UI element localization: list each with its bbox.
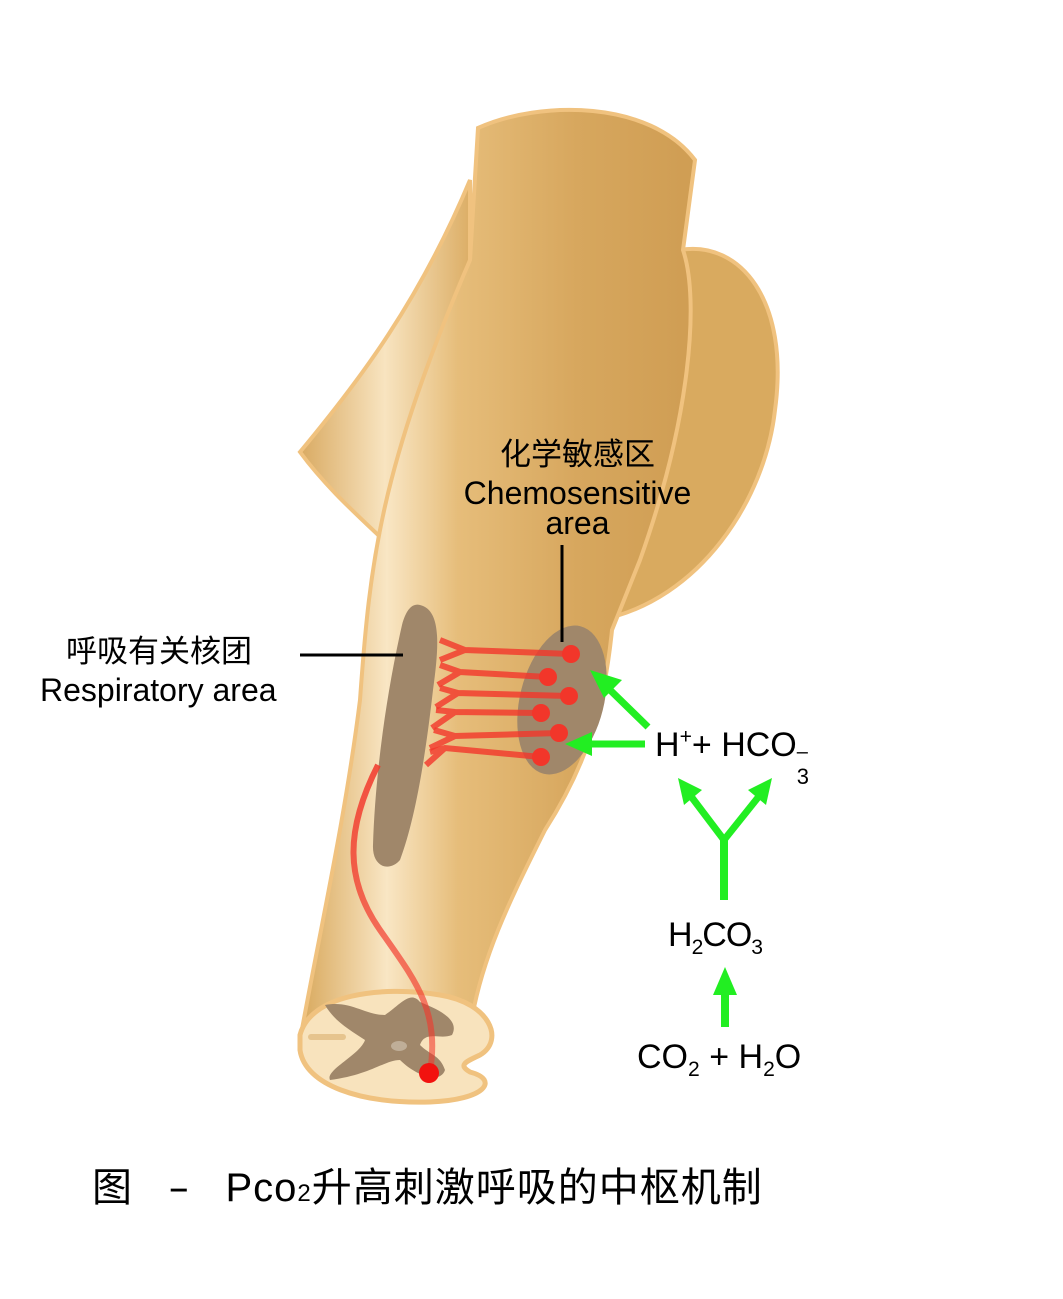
respiratory-area-nucleus [372,604,438,867]
caption-pco: Pco [225,1166,298,1210]
caption-text: 升高刺激呼吸的中枢机制 [311,1165,763,1211]
caption-pco-sub: 2 [297,1180,312,1207]
caption-dash: – [168,1165,190,1211]
hydrogen-ion: H [655,726,680,764]
motor-neuron [419,1063,439,1083]
brainstem-body [297,108,698,1043]
neuron-fibers [423,637,572,768]
gray-matter [325,997,454,1080]
neuron-bodies [532,645,580,766]
chemosensitive-label: 化学敏感区 Chemosensitive area [440,437,715,541]
charge-minus: – [796,741,808,763]
charge-plus: + [679,725,692,749]
respiratory-label: 呼吸有关核团 Respiratory area [40,634,277,708]
bicarbonate-ion: HCO [721,726,797,764]
caption-prefix: 图 [92,1165,133,1211]
subscript-3: 3 [796,764,809,789]
ions-formula: H++ HCO–3 [655,725,811,788]
respiratory-label-en: Respiratory area [40,672,277,708]
plus-sign: + [691,726,712,764]
co: CO [637,1038,688,1076]
co: CO [702,916,752,954]
respiratory-label-zh: 呼吸有关核团 [66,634,252,670]
o: O [774,1038,802,1076]
subscript-2: 2 [763,1057,775,1081]
spinal-cord-section [297,988,495,1105]
descending-fiber [350,763,436,1073]
chemosensitive-label-zh: 化学敏感区 [500,437,655,473]
carbonic-acid-formula: H2CO3 [668,916,763,958]
figure-caption: 图 – Pco2升高刺激呼吸的中枢机制 [92,1168,763,1208]
subscript-3: 3 [751,935,763,959]
h: H [738,1038,764,1076]
reaction-arrows [565,670,772,1027]
h: H [668,916,693,954]
chemosensitive-label-en-line1: Chemosensitive [463,475,692,511]
chemosensitive-label-en-line2: area [545,505,610,541]
subscript-2: 2 [688,1057,700,1081]
plus-sign: + [709,1038,730,1076]
subscript-2: 2 [691,935,704,959]
reactants-formula: CO2 + H2O [637,1038,802,1080]
